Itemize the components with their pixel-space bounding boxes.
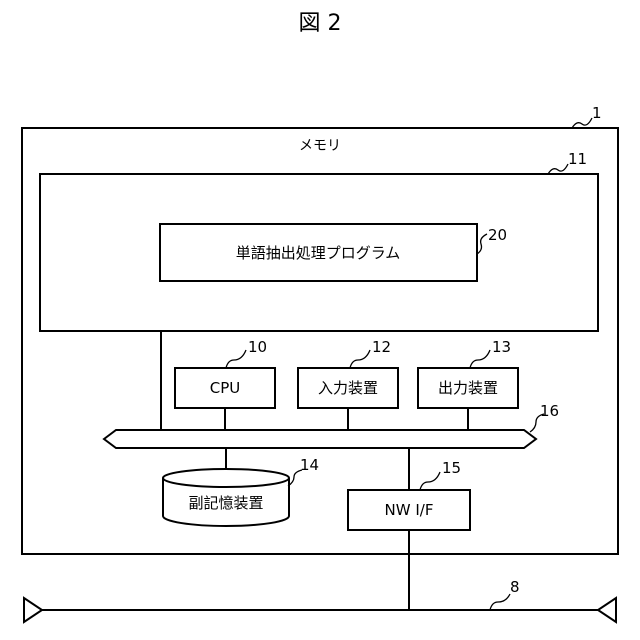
program-label: 単語抽出処理プログラム — [236, 244, 401, 262]
bus-arrow — [104, 430, 536, 448]
cpu-label: CPU — [210, 379, 241, 397]
network-ref: 8 — [510, 578, 520, 596]
program-ref-leader — [477, 234, 487, 254]
memory-label: メモリ — [299, 138, 341, 154]
nwif-ref: 15 — [442, 459, 461, 477]
computer-ref: 1 — [592, 104, 602, 122]
network-ref-leader — [490, 594, 510, 610]
figure-title: 図 2 — [299, 11, 342, 36]
storage-label: 副記憶装置 — [188, 494, 263, 512]
input-device-ref: 12 — [372, 338, 391, 356]
computer-box — [22, 128, 618, 554]
output-device-ref: 13 — [492, 338, 511, 356]
computer-ref-leader — [572, 118, 592, 128]
input-device-label: 入力装置 — [318, 379, 378, 397]
memory-ref-leader — [548, 164, 568, 174]
bus-ref: 16 — [540, 402, 559, 420]
program-ref: 20 — [488, 226, 507, 244]
cpu-ref: 10 — [248, 338, 267, 356]
nwif-ref-leader — [420, 472, 440, 490]
output-device-label: 出力装置 — [438, 379, 498, 397]
storage-ref: 14 — [300, 456, 319, 474]
network-left-terminator — [24, 598, 42, 622]
memory-ref: 11 — [568, 150, 587, 168]
input-device-ref-leader — [350, 350, 370, 368]
output-device-ref-leader — [470, 350, 490, 368]
cpu-ref-leader — [226, 350, 246, 368]
nwif-label: NW I/F — [385, 501, 434, 519]
network-right-terminator — [598, 598, 616, 622]
